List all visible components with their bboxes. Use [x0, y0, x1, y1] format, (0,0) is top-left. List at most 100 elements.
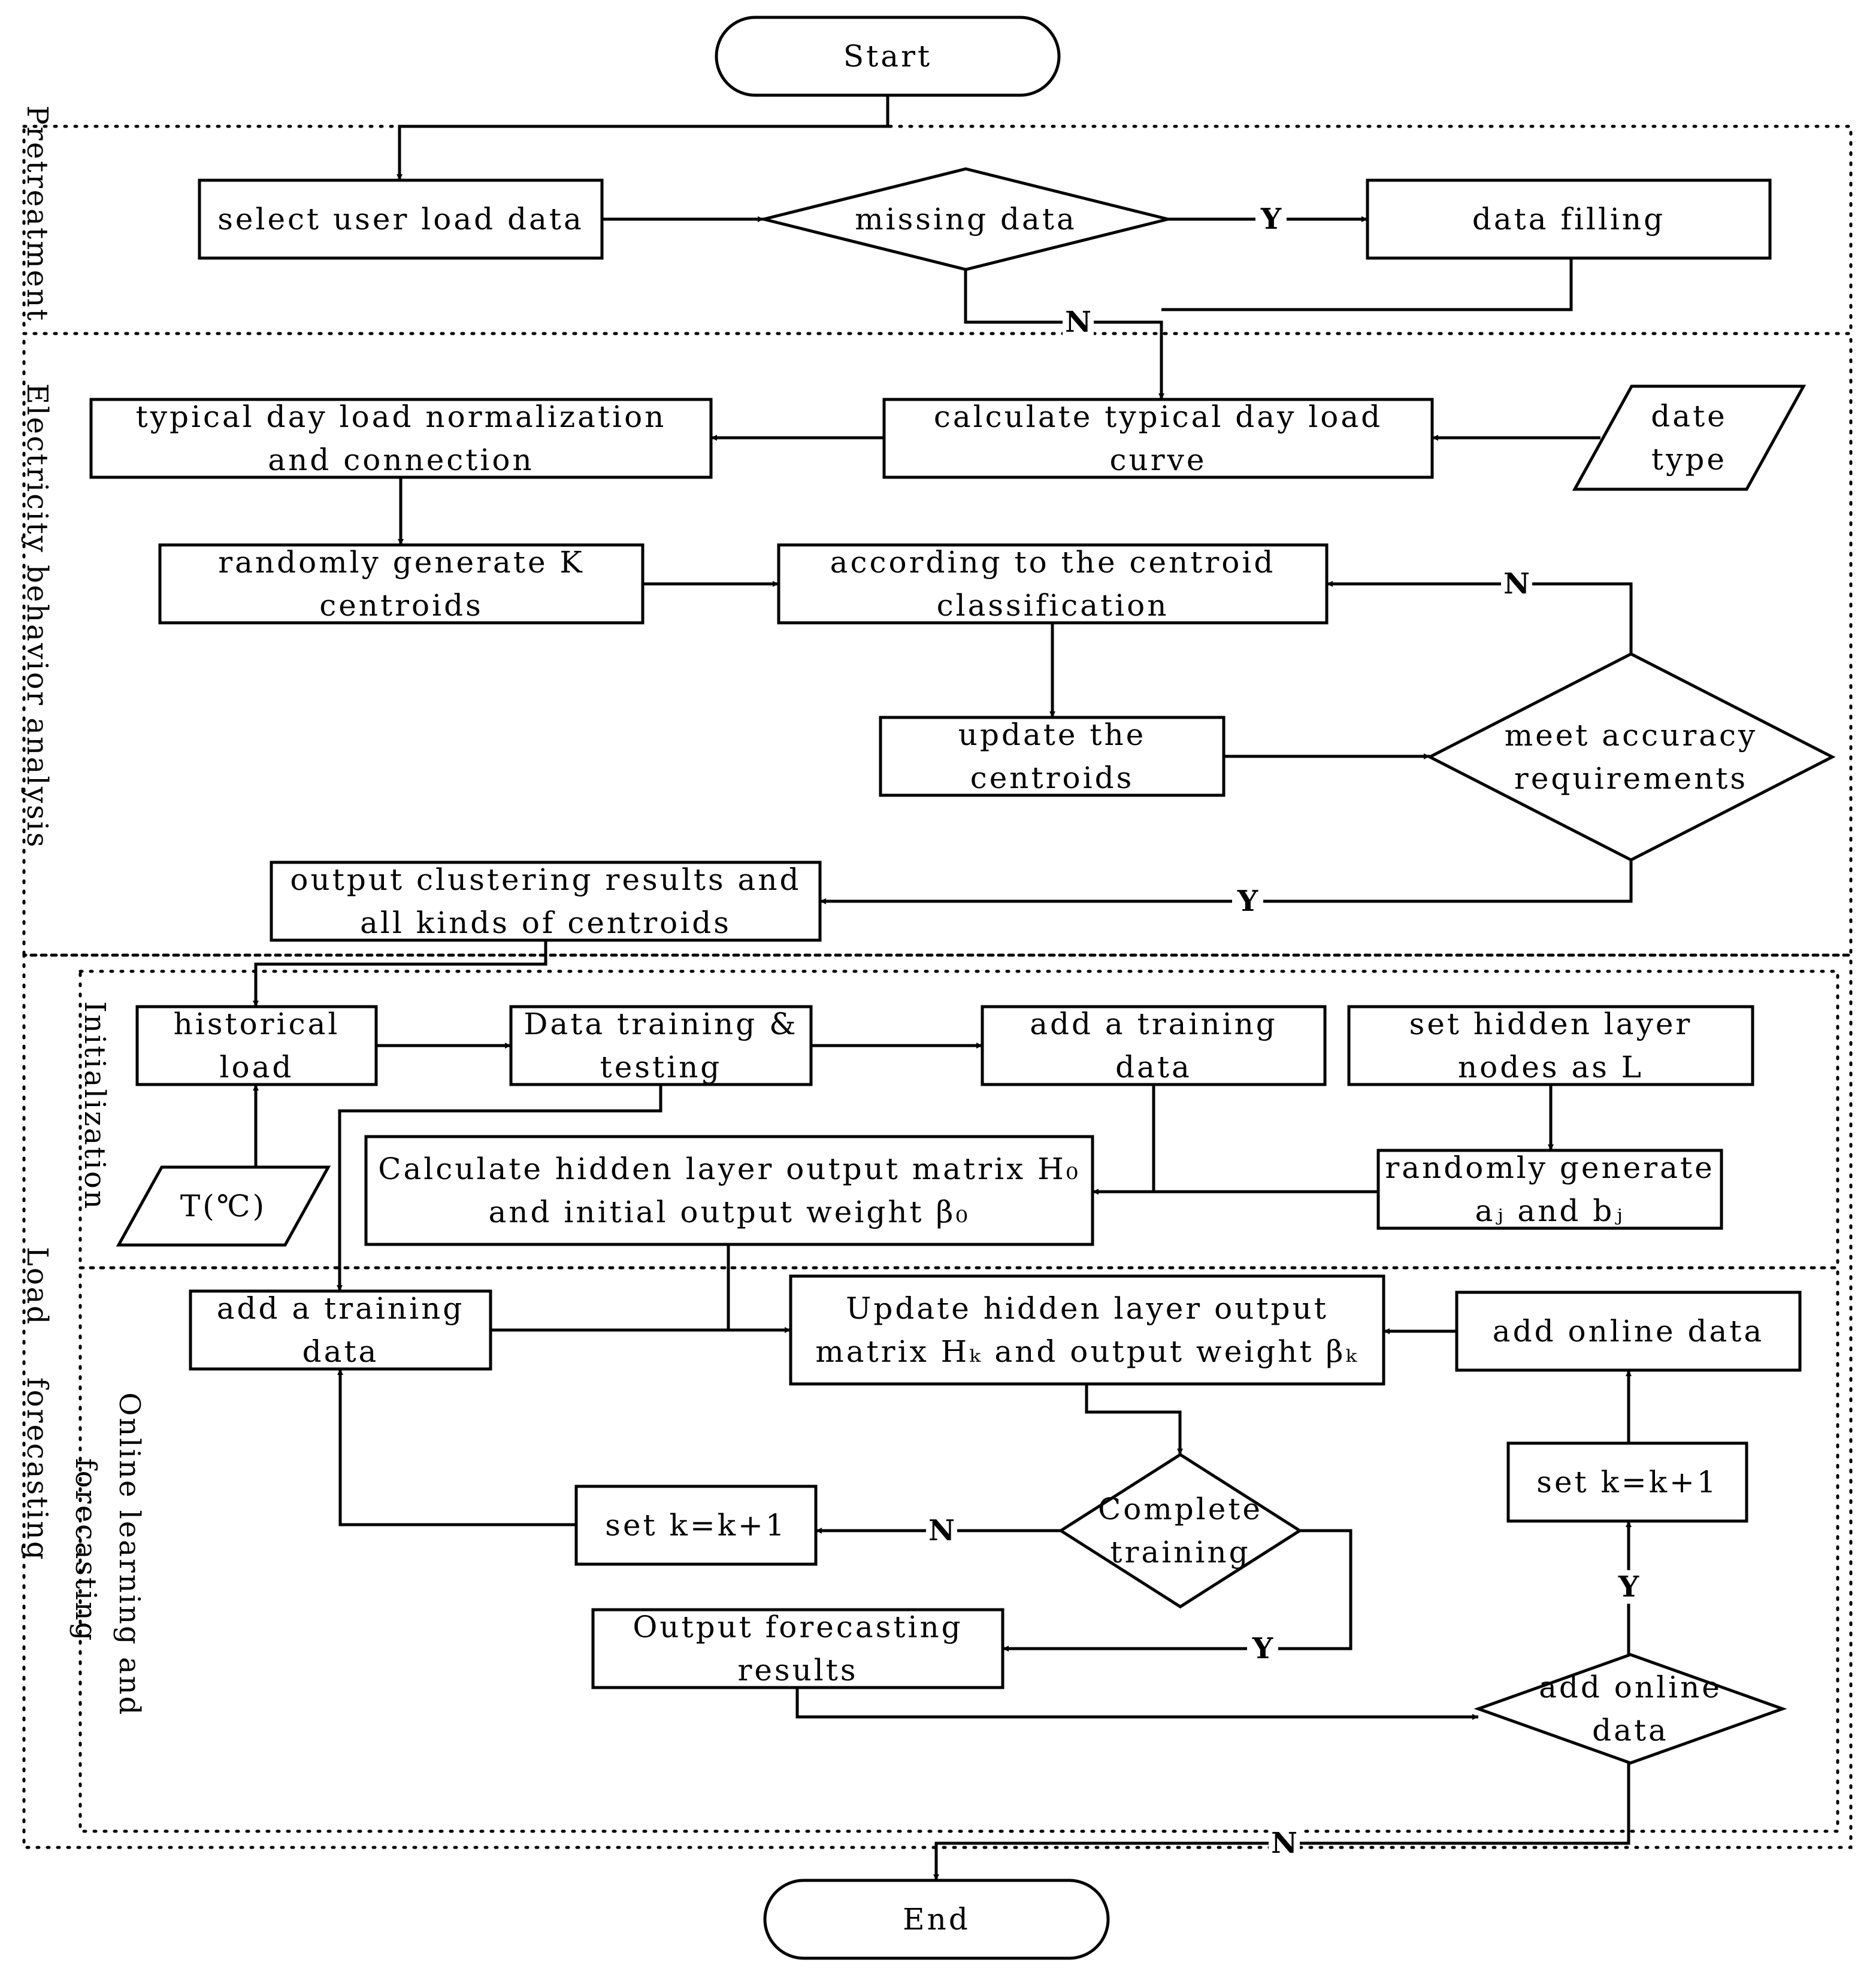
node-label-line: matrix Hₖ and output weight βₖ	[815, 1334, 1358, 1369]
node-label-line: Data training &	[524, 1007, 798, 1041]
node-start: Start	[715, 16, 1061, 97]
node-label-line: set k=k+1	[605, 1508, 786, 1543]
edge-label-bg	[1247, 1632, 1278, 1665]
edge-label-bg	[1063, 305, 1094, 339]
node-gen-ab: randomly generate aⱼ and bⱼ	[1376, 1149, 1723, 1230]
node-label-line: Calculate hidden layer output matrix H₀	[378, 1152, 1081, 1186]
node-label-line: randomly generate K	[218, 545, 585, 580]
process-box	[89, 398, 713, 479]
node-label-line: training	[1110, 1535, 1250, 1570]
region-label-online-2: forecasting	[69, 1458, 102, 1642]
node-train-test: Data training &testing	[509, 1005, 813, 1086]
process-box	[135, 1005, 378, 1086]
edge-accuracy-to-classify	[1327, 581, 1633, 654]
node-calc-h0: Calculate hidden layer output matrix H₀ a…	[364, 1135, 1094, 1246]
edge-label-n: N	[928, 1514, 955, 1547]
region-label-pretreatment: Pretreatment	[20, 105, 54, 322]
edge-output_fc-to-add_online2	[795, 1688, 1478, 1720]
node-set-k2: set k=k+1	[574, 1485, 818, 1566]
node-label-line: update the	[958, 717, 1146, 752]
process-box	[189, 1289, 492, 1371]
node-out-cluster: output clustering results and all kinds o…	[270, 861, 822, 942]
node-label-line: according to the centroid	[830, 545, 1276, 580]
node-calc-curve: calculate typical day load curve	[882, 398, 1434, 479]
edge-label-bg	[926, 1514, 957, 1547]
decision-diamond	[763, 167, 1169, 271]
terminal-shape	[763, 1879, 1110, 1960]
edge-label-n: N	[1271, 1826, 1297, 1860]
online-region	[78, 1266, 1839, 1833]
node-label-line: centroids	[970, 761, 1134, 795]
node-label-line: set k=k+1	[1536, 1465, 1718, 1500]
node-label-line: data	[1115, 1050, 1192, 1085]
edge-label-n: N	[1503, 567, 1530, 601]
edge-label-bg	[1501, 567, 1532, 601]
process-box	[270, 861, 822, 942]
edge-label-bg	[1255, 202, 1287, 236]
pretreatment-region	[22, 125, 1853, 335]
node-label-line: aⱼ and bⱼ	[1475, 1194, 1624, 1228]
node-label-line: all kinds of centroids	[360, 905, 731, 940]
node-label-line: and connection	[268, 443, 534, 477]
node-label-line: Start	[843, 39, 932, 74]
edge-accuracy-to-out_cluster	[820, 860, 1633, 904]
process-box	[777, 543, 1329, 625]
region-label-behavior: Electricity behavior analysis	[20, 383, 54, 849]
node-label-line: calculate typical day load	[934, 399, 1382, 434]
region-label-load: Load	[20, 1247, 54, 1326]
data-parallelogram	[1572, 384, 1807, 491]
node-gen-k: randomly generate K centroids	[158, 543, 645, 625]
node-label-line: curve	[1110, 443, 1207, 477]
process-box	[1366, 178, 1772, 260]
node-set-k1: set k=k+1	[1506, 1441, 1748, 1523]
process-box	[198, 178, 604, 260]
edge-label-y: Y	[1252, 1632, 1273, 1665]
edge-train_test-to-add_train2	[337, 1085, 662, 1291]
node-label-line: centroids	[319, 588, 483, 623]
node-label-line: meet accuracy	[1505, 718, 1758, 753]
node-end: End	[763, 1879, 1110, 1960]
edge-label-bg	[1269, 1826, 1300, 1860]
process-box	[981, 1005, 1327, 1086]
data-parallelogram	[116, 1165, 331, 1247]
regions-layer	[22, 125, 1853, 1849]
edge-label-y: Y	[1237, 884, 1258, 918]
node-label-line: output clustering results and	[290, 862, 801, 897]
edge-label-y: Y	[1260, 202, 1282, 236]
node-label-line: classification	[937, 588, 1169, 623]
load-forecasting-region	[22, 953, 1853, 1849]
edge-update_h-to-complete	[1085, 1384, 1183, 1455]
region-label-forecasting: forecasting	[20, 1377, 54, 1561]
process-box	[1376, 1149, 1723, 1230]
node-label-line: add a training	[1030, 1007, 1278, 1041]
edge-start-to-select	[397, 95, 889, 180]
process-box	[591, 1608, 1004, 1689]
edge-add_online2-to-end	[933, 1763, 1630, 1880]
edge-add_train1-to-calc_h0	[1093, 1085, 1155, 1195]
node-label-line: add online	[1539, 1670, 1722, 1705]
node-label-line: typical day load normalization	[136, 399, 667, 434]
process-box	[574, 1485, 818, 1566]
node-label-line: Output forecasting	[633, 1610, 963, 1644]
process-box	[1506, 1441, 1748, 1523]
node-label-line: randomly generate	[1385, 1150, 1714, 1185]
edge-label-bg	[1232, 884, 1263, 918]
node-normalize: typical day load normalization and connec…	[89, 398, 713, 479]
node-label-line: and initial output weight β₀	[489, 1195, 970, 1229]
decision-diamond	[1426, 652, 1836, 862]
node-label-line: data	[302, 1334, 379, 1369]
edge-label-bg	[1613, 1570, 1644, 1604]
node-label-line: add a training	[217, 1291, 465, 1326]
node-add-train2: add a training data	[189, 1289, 492, 1371]
process-box	[509, 1005, 813, 1086]
edge-label-y: Y	[1618, 1570, 1639, 1604]
node-filling: data filling	[1366, 178, 1772, 260]
